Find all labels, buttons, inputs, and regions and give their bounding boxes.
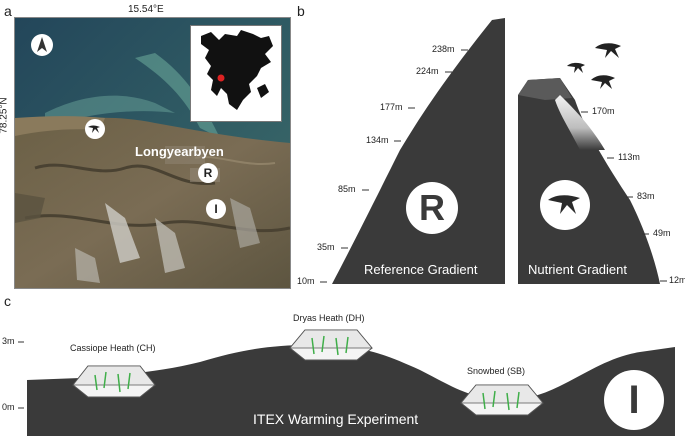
bird-icon <box>548 195 580 214</box>
ref-alt-label: 35m <box>317 242 335 252</box>
bird-colony-marker <box>85 119 105 139</box>
panel-b-letter: b <box>297 3 305 19</box>
y-tick-label: 3m <box>2 336 15 346</box>
otc-chamber-sb <box>460 384 544 416</box>
ref-alt-label: 177m <box>380 102 403 112</box>
ref-alt-label: 238m <box>432 44 455 54</box>
itex-title: ITEX Warming Experiment <box>253 411 419 427</box>
ref-alt-label: 10m <box>297 276 315 286</box>
nutrient-alt-label: 83m <box>637 191 655 201</box>
y-tick-label: 0m <box>2 402 15 412</box>
otc-chamber-dh <box>289 329 373 361</box>
site-label-dh: Dryas Heath (DH) <box>293 313 365 323</box>
svalbard-inset-icon <box>201 30 273 110</box>
ref-alt-label: 134m <box>366 135 389 145</box>
nutrient-plume <box>555 95 605 150</box>
panel-a-letter: a <box>4 3 12 19</box>
bird-icon <box>88 125 100 133</box>
reference-mountain <box>332 18 505 284</box>
nutrient-alt-label: 170m <box>592 106 615 116</box>
nutrient-alt-label: 113m <box>618 152 640 162</box>
itex-symbol: I <box>604 370 664 430</box>
longitude-label: 15.54°E <box>128 4 164 15</box>
nutrient-gradient-label: Nutrient Gradient <box>528 262 627 277</box>
satellite-map: Longyearbyen R I <box>14 17 291 289</box>
reference-site-marker: R <box>198 163 218 183</box>
itex-site-marker: I <box>206 199 226 219</box>
cliff-top <box>518 78 572 100</box>
nutrient-slope <box>518 78 660 284</box>
reference-gradient-label: Reference Gradient <box>364 262 478 277</box>
panel-c-letter: c <box>4 293 11 309</box>
site-label-sb: Snowbed (SB) <box>467 366 526 376</box>
nutrient-alt-label: 49m <box>653 228 671 238</box>
nutrient-alt-label: 12m <box>669 275 685 285</box>
ref-alt-label: 224m <box>416 66 439 76</box>
otc-chamber-ch <box>72 365 156 398</box>
svalbard-inset-map <box>190 25 282 122</box>
north-arrow-icon <box>31 34 53 56</box>
flying-birds-icon <box>567 43 621 89</box>
nutrient-symbol <box>540 180 590 230</box>
site-label-ch: Cassiope Heath (CH) <box>70 343 156 353</box>
reference-symbol: R <box>406 182 458 234</box>
ref-alt-label: 85m <box>338 184 356 194</box>
town-label: Longyearbyen <box>135 144 224 159</box>
